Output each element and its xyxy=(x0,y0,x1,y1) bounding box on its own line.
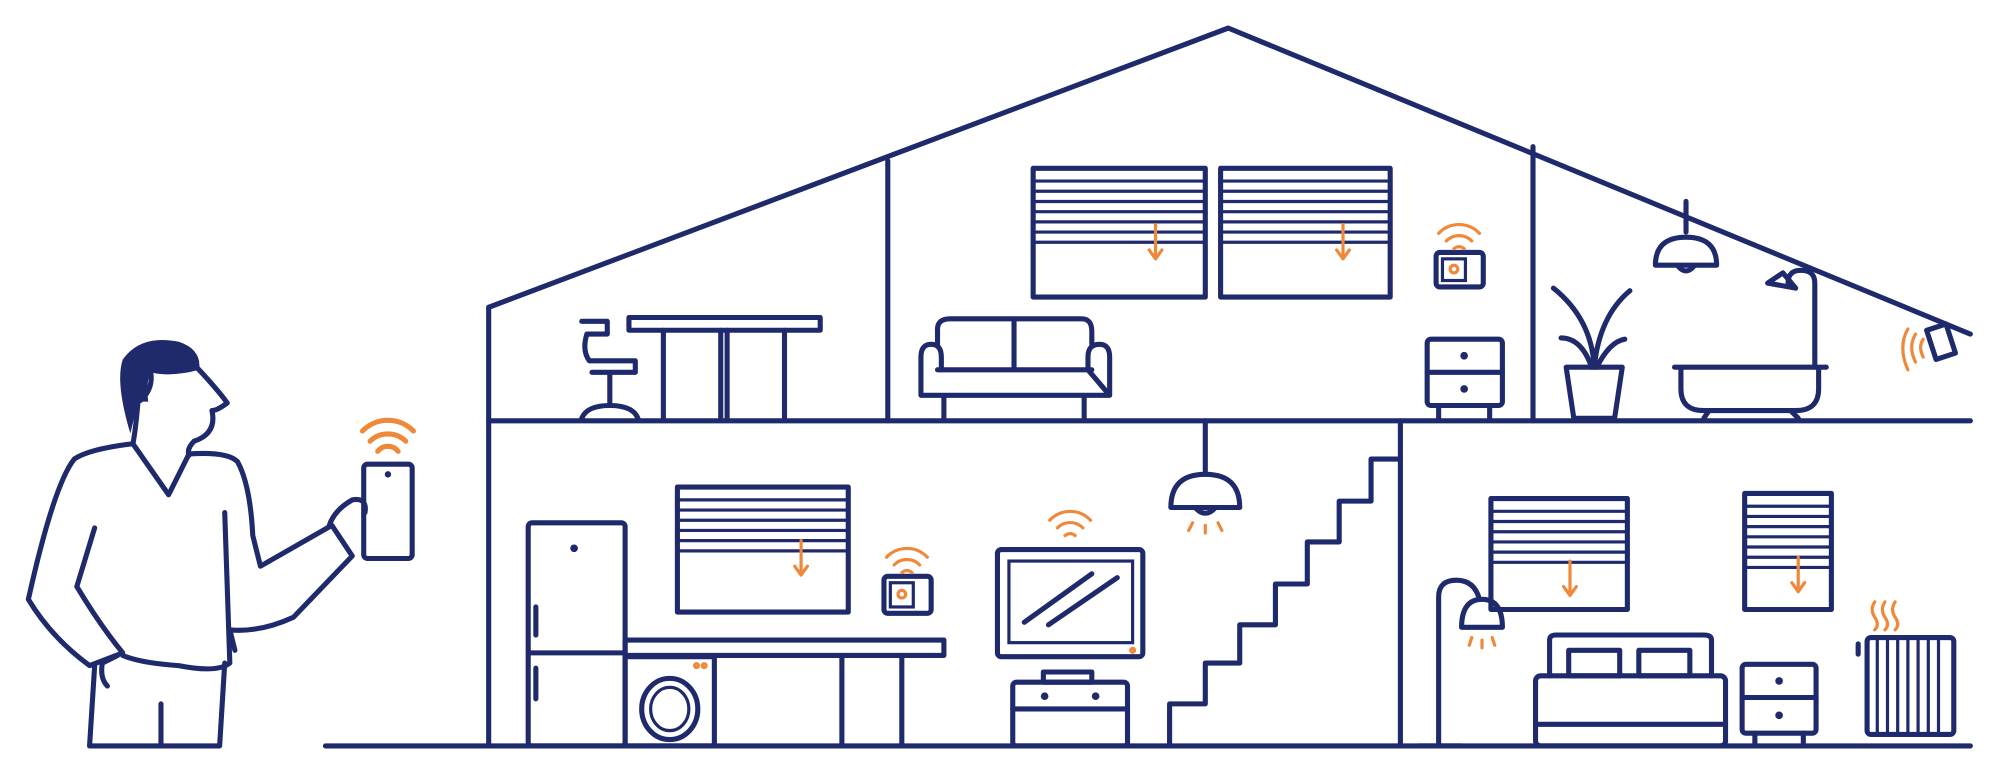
window-blind-icon xyxy=(1488,496,1630,613)
tv-stand-icon xyxy=(1010,669,1131,749)
bed-icon xyxy=(1533,632,1729,749)
ceiling-lamp-icon xyxy=(1168,418,1243,535)
bathtub-icon xyxy=(1671,267,1829,421)
sensor-icon xyxy=(1901,321,1959,372)
window-blind-icon xyxy=(674,484,851,615)
thermostat-icon xyxy=(1433,222,1486,290)
floor-lamp-icon xyxy=(1415,577,1505,749)
nightstand-icon xyxy=(1424,336,1505,421)
kitchen-counter-icon xyxy=(622,637,947,749)
house-icon xyxy=(322,25,1973,749)
nightstand-icon xyxy=(1739,661,1819,749)
sofa-icon xyxy=(918,316,1113,421)
ceiling-lamp-icon xyxy=(1652,198,1720,274)
washing-machine-icon xyxy=(622,654,717,749)
window-blind-icon xyxy=(1742,490,1834,613)
fridge-icon xyxy=(525,520,628,749)
person-icon xyxy=(25,339,368,749)
dining-table-icon xyxy=(626,314,823,421)
thermostat-icon xyxy=(881,546,934,616)
plant-icon xyxy=(1550,285,1633,421)
wifi-signal-icon xyxy=(359,417,416,454)
tv-icon xyxy=(994,509,1146,660)
window-blind-icon xyxy=(1030,165,1208,300)
stairs-icon xyxy=(1167,456,1403,749)
bar-stool-icon xyxy=(579,318,641,421)
window-blind-icon xyxy=(1218,165,1393,300)
smartphone-icon xyxy=(359,417,416,562)
radiator-icon xyxy=(1855,600,1957,738)
